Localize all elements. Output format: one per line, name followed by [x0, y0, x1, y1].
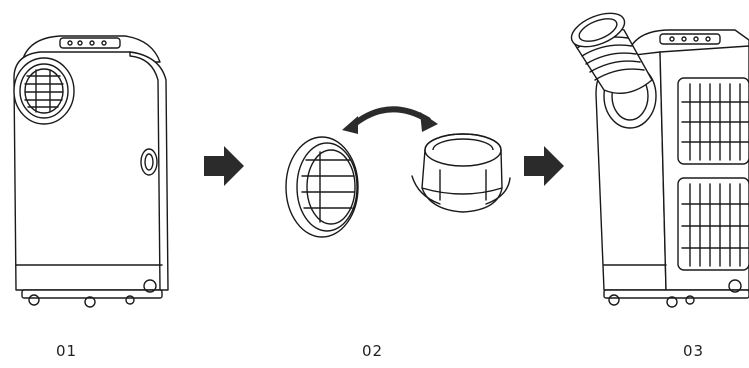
- wheel-icon: [28, 279, 157, 308]
- filter-panel-icon: [677, 77, 749, 271]
- vent-grille-part: [285, 136, 359, 238]
- curved-swap-arrow-icon: [349, 106, 431, 129]
- air-conditioner-unit-step-3: [570, 12, 749, 308]
- wheel-icon: [608, 279, 742, 308]
- vent-grille-slats-icon: [24, 69, 64, 113]
- air-conditioner-unit-step-1: [13, 35, 169, 308]
- right-arrow-icon: [204, 146, 244, 186]
- step-label-03: 03: [683, 342, 705, 360]
- step-label-01: 01: [56, 342, 78, 360]
- right-arrow-icon: [524, 146, 564, 186]
- step-label-02: 02: [362, 342, 384, 360]
- exhaust-adapter-part: [411, 133, 511, 213]
